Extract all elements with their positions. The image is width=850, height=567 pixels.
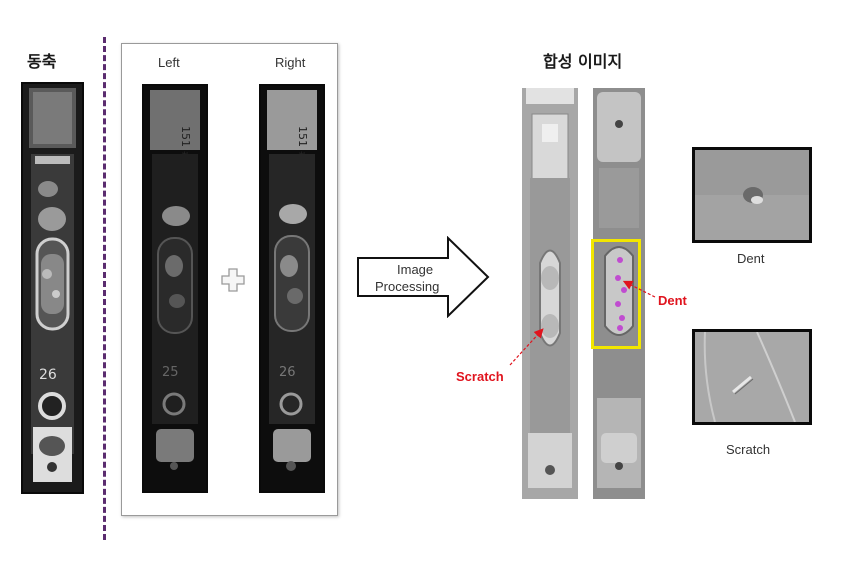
- dent-thumbnail: [692, 147, 812, 243]
- svg-text:26: 26: [39, 367, 57, 383]
- process-label-line2: Processing: [375, 279, 440, 294]
- svg-text:151 #: 151 #: [179, 126, 192, 160]
- annotation-arrows: [490, 270, 670, 380]
- dent-highlight-box: [591, 239, 641, 349]
- right-strip-image: 151 # 26: [259, 84, 325, 493]
- scratch-annotation: Scratch: [456, 369, 504, 384]
- original-strip-image: 26: [21, 82, 84, 494]
- original-title: 동축: [27, 52, 57, 71]
- scratch-caption: Scratch: [726, 442, 771, 457]
- dent-caption: Dent: [737, 251, 765, 266]
- dent-markers: [596, 244, 636, 344]
- process-label-line1: Image: [397, 262, 434, 277]
- svg-text:25: 25: [162, 365, 179, 380]
- dent-annotation: Dent: [658, 293, 687, 308]
- scratch-thumbnail: [692, 329, 812, 425]
- dashed-divider: [103, 37, 106, 540]
- svg-text:151 #: 151 #: [296, 126, 309, 160]
- arrow-right-icon: [356, 235, 490, 319]
- synth-strip-image-1: [522, 88, 578, 499]
- svg-text:26: 26: [279, 365, 296, 380]
- synth-title: 합성 이미지: [543, 52, 623, 71]
- synth-strip-image-2: [593, 88, 645, 499]
- left-label: Left: [158, 55, 180, 70]
- plus-icon: [220, 267, 246, 293]
- left-strip-image: 151 # 25: [142, 84, 208, 493]
- right-label: Right: [275, 55, 306, 70]
